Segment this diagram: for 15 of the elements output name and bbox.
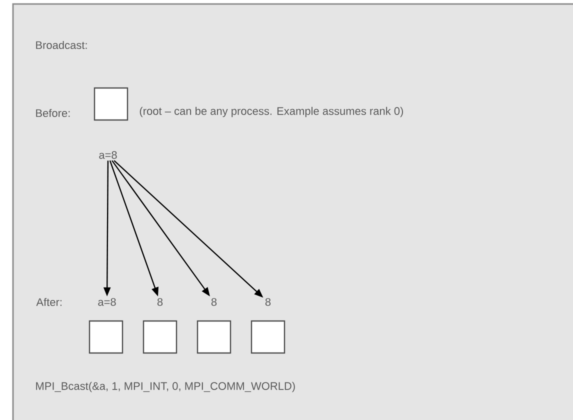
process-box (88, 320, 124, 354)
value-text: a=8 (98, 298, 116, 306)
value-text: 8 (211, 298, 217, 306)
value-text: 8 (157, 298, 163, 306)
process-box (94, 87, 128, 121)
label: MPI_Bcast(&a, 1, MPI_INT, 0, MPI_COMM_WORLD) (36, 382, 295, 392)
label: (root – can be any process. Example assumes rank 0) (140, 106, 403, 118)
value-text: a=8 (99, 151, 117, 159)
process-box (250, 320, 286, 354)
title: Broadcast: (36, 40, 87, 50)
label: After: (36, 298, 62, 306)
process-box (142, 320, 178, 354)
process-box (196, 320, 232, 354)
value-text: 8 (265, 298, 271, 306)
label: Before: (36, 108, 70, 118)
